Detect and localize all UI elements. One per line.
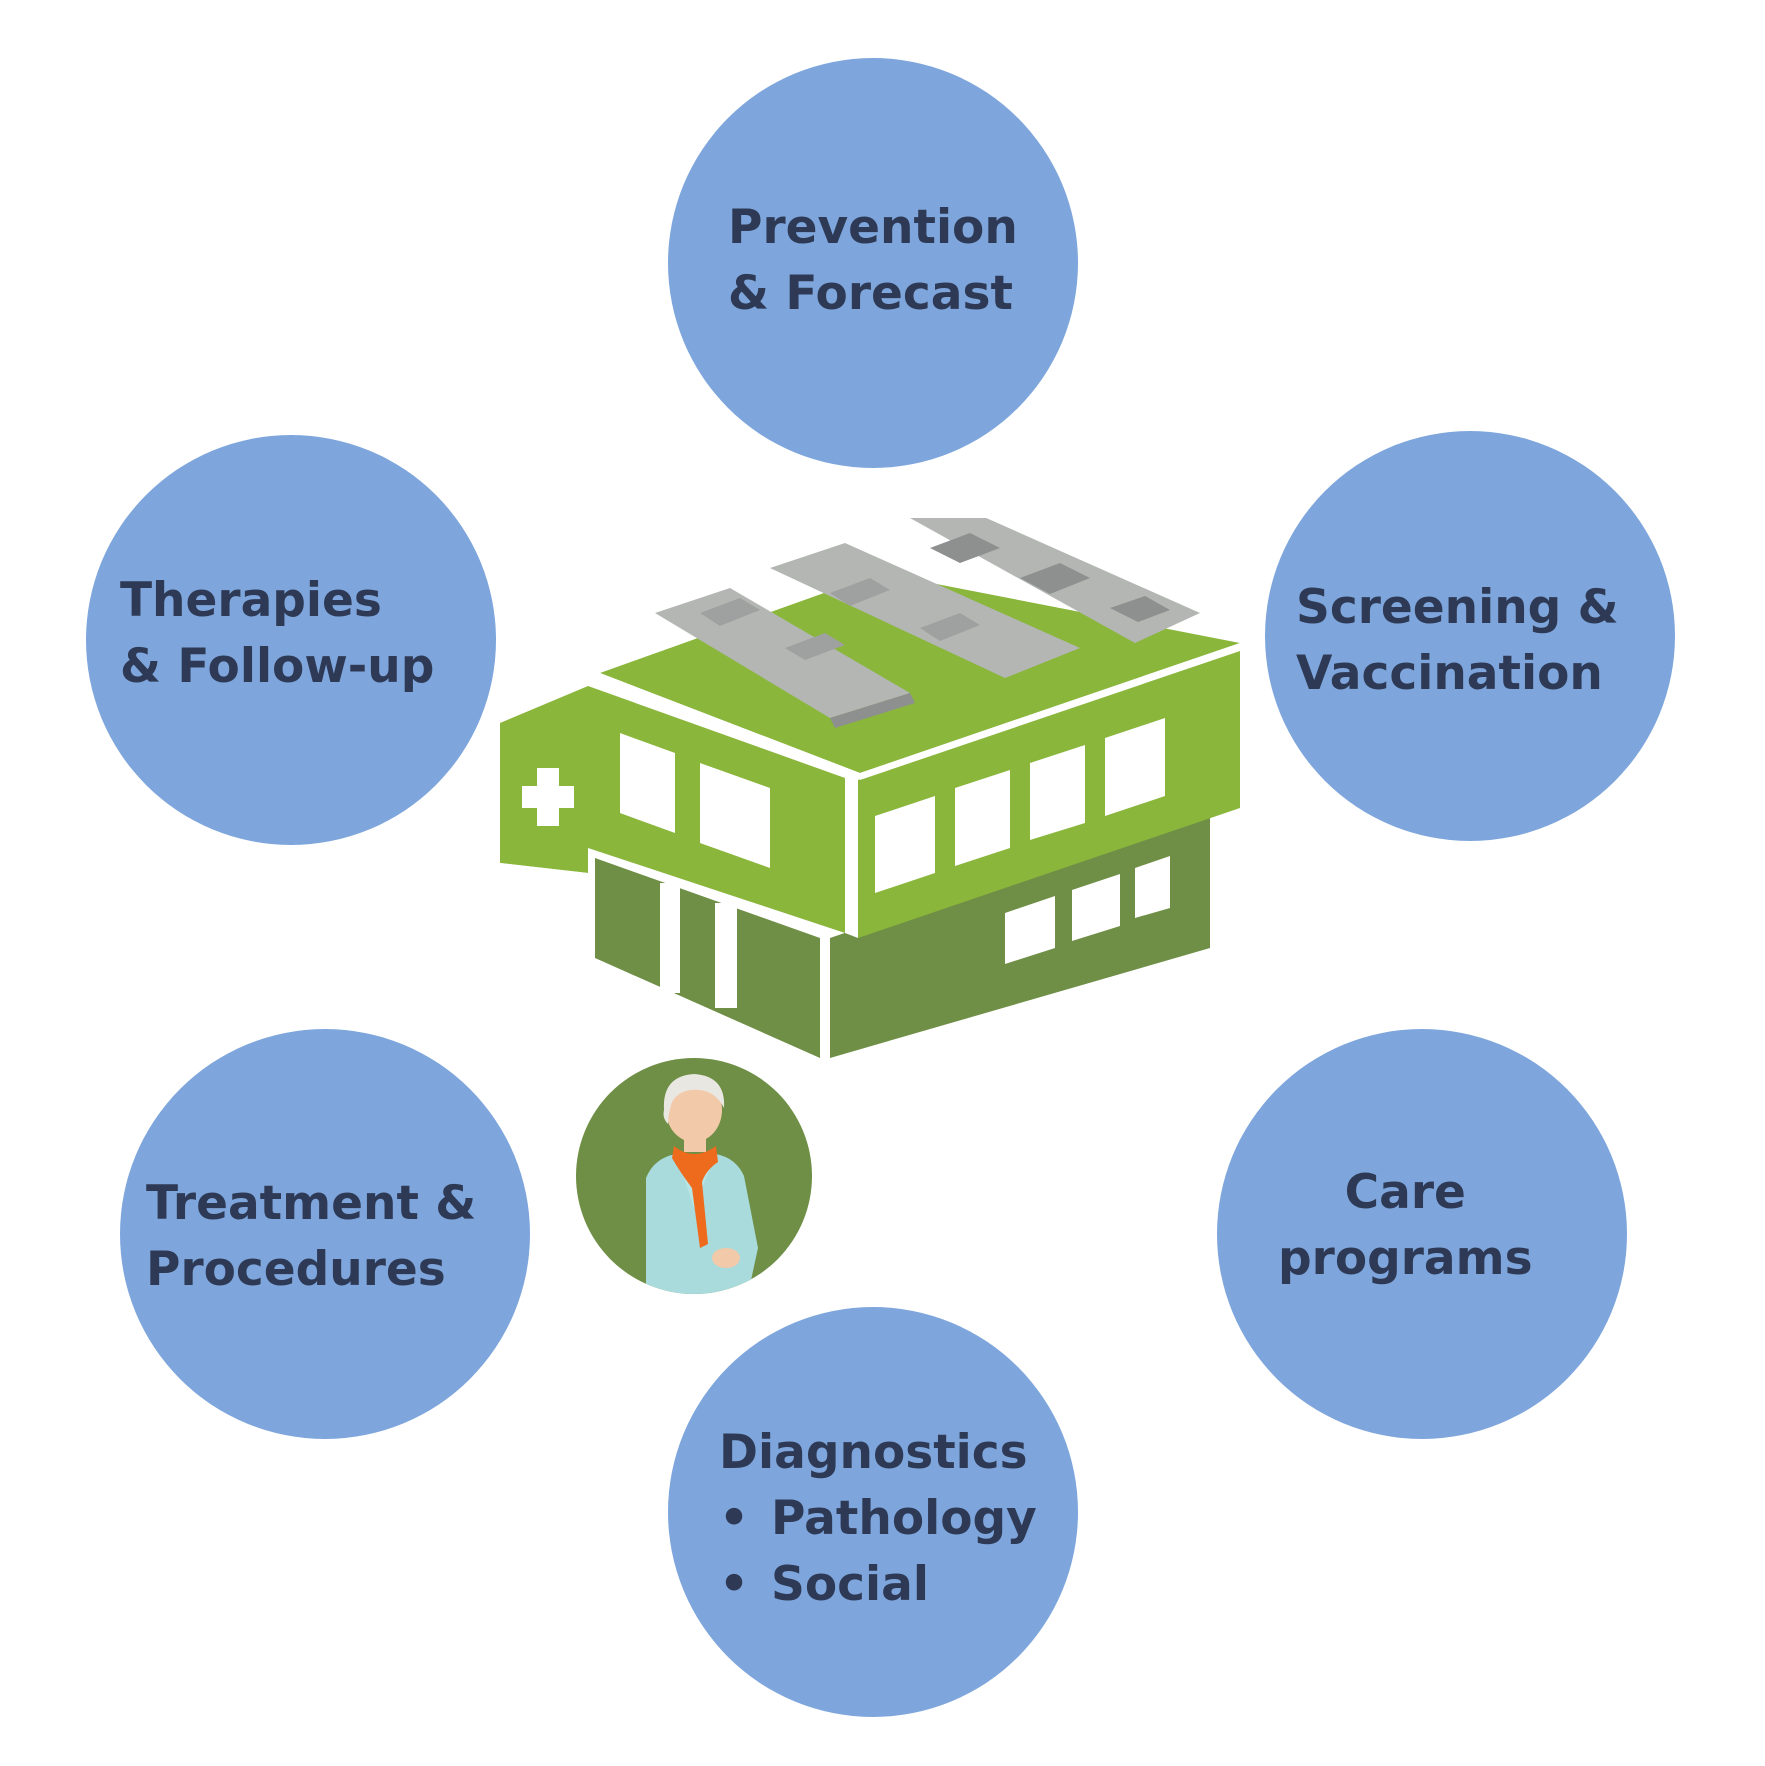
therapies-follow-up-bubble	[86, 435, 496, 845]
prevention-forecast-bubble	[668, 58, 1078, 468]
care-programs-label: Care programs	[1278, 1160, 1533, 1292]
prevention-forecast-label: Prevention & Forecast	[728, 195, 1018, 327]
care-line-1: Care	[1344, 1165, 1466, 1220]
treatment-procedures-label: Treatment & Procedures	[146, 1171, 476, 1303]
diagnostics-title: Diagnostics	[719, 1425, 1028, 1480]
care-line-2: programs	[1278, 1231, 1533, 1286]
diagnostics-item-social: Social	[719, 1552, 1037, 1618]
treatment-line-2: Procedures	[146, 1242, 446, 1297]
treatment-procedures-bubble	[120, 1029, 530, 1439]
screening-line-2: Vaccination	[1296, 646, 1603, 701]
treatment-line-1: Treatment &	[146, 1176, 477, 1231]
screening-vaccination-bubble	[1265, 431, 1675, 841]
therapies-line-1: Therapies	[120, 573, 382, 628]
diagnostics-item-pathology: Pathology	[719, 1486, 1037, 1552]
screening-vaccination-label: Screening & Vaccination	[1296, 575, 1619, 707]
prevention-line-2: & Forecast	[728, 266, 1013, 321]
therapies-follow-up-label: Therapies & Follow-up	[120, 568, 434, 700]
elderly-patient-icon	[576, 1058, 812, 1294]
diagnostics-label: Diagnostics Pathology Social	[719, 1420, 1037, 1618]
diagnostics-list: Pathology Social	[719, 1486, 1037, 1618]
screening-line-1: Screening &	[1296, 580, 1619, 635]
prevention-line-1: Prevention	[728, 200, 1018, 255]
care-programs-bubble	[1217, 1029, 1627, 1439]
therapies-line-2: & Follow-up	[120, 639, 435, 694]
clinic-building-icon	[500, 518, 1240, 1058]
